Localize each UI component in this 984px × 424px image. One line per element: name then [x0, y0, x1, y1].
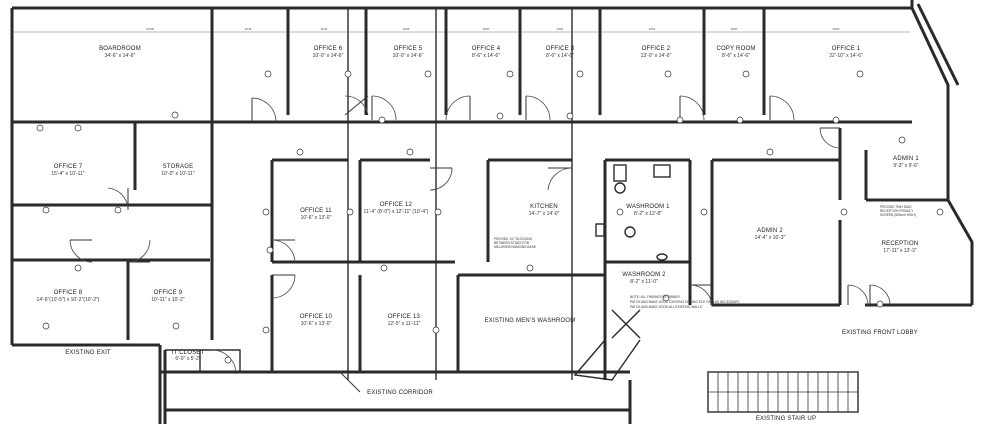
room-name-office9: OFFICE 9 [154, 290, 183, 296]
door[interactable] [271, 239, 296, 263]
svg-text:2590: 2590 [557, 27, 564, 31]
svg-text:MILLWORK/HANGING BASE: MILLWORK/HANGING BASE [494, 245, 536, 249]
room-dim-office10: 10'-6" x 13'-0" [301, 321, 332, 327]
room-name-admin1: ADMIN 1 [893, 156, 919, 162]
plumbing-fixtures [595, 164, 671, 339]
door[interactable] [339, 371, 361, 393]
door[interactable] [344, 95, 369, 116]
door[interactable] [271, 274, 296, 299]
exterior-walls [10, 0, 960, 424]
door[interactable] [679, 95, 705, 121]
room-dim-admin2: 14'-4" x 16'-3" [755, 235, 786, 241]
svg-text:PROVIDE 1/2" BLOCKING: PROVIDE 1/2" BLOCKING [494, 237, 533, 241]
room-labels: BOARDROOM 34'-6" x 14'-6" OFFICE 6 10'-0… [37, 46, 920, 422]
door[interactable] [69, 239, 93, 263]
room-name-office6: OFFICE 6 [314, 46, 343, 52]
svg-text:PATCH AND MAKE GOOD EXISTING C: PATCH AND MAKE GOOD EXISTING CEILING TIL… [630, 300, 740, 304]
room-dim-office2: 13'-0" x 14'-6" [641, 53, 672, 59]
room-dim-admin1: 9'-3" x 9'-6" [893, 163, 918, 169]
room-name-office7: OFFICE 7 [54, 164, 83, 170]
door[interactable] [689, 284, 713, 308]
room-name-office4: OFFICE 4 [472, 46, 501, 52]
room-name-office2: OFFICE 2 [642, 46, 671, 52]
room-dim-office7: 15'-4" x 10'-11" [51, 171, 84, 177]
room-dim-office5: 10'-0" x 14'-6" [393, 53, 424, 59]
room-name-washroom1: WASHROOM 1 [626, 204, 670, 210]
door[interactable] [371, 95, 397, 121]
svg-text:3048: 3048 [403, 27, 410, 31]
label-mens-washroom: EXISTING MEN'S WASHROOM [485, 318, 576, 324]
interior-walls [12, 8, 974, 424]
door[interactable] [769, 95, 795, 121]
door[interactable] [107, 187, 129, 211]
door[interactable] [547, 167, 573, 191]
room-name-office12: OFFICE 12 [380, 202, 413, 208]
room-name-reception: RECEPTION [882, 241, 919, 247]
svg-text:PATCH AND MAKE GOOD ALL EXISTI: PATCH AND MAKE GOOD ALL EXISTING WALLS [630, 305, 702, 309]
door[interactable] [819, 127, 841, 149]
doors [69, 95, 891, 393]
room-dim-office9: 10'-11" x 10'-2" [151, 297, 184, 303]
room-name-office13: OFFICE 13 [388, 314, 421, 320]
room-name-office3: OFFICE 3 [546, 46, 575, 52]
svg-text:2590: 2590 [483, 27, 490, 31]
room-name-office1: OFFICE 1 [832, 46, 861, 52]
label-existing-front-lobby: EXISTING FRONT LOBBY [842, 330, 918, 336]
room-dim-kitchen: 14'-7" x 14'-0" [529, 211, 560, 217]
top-dimension-line: 10600 3048 3048 3048 2590 2590 3962 2590… [12, 27, 910, 33]
room-dim-office6: 10'-0" x 14'-6" [313, 53, 344, 59]
svg-text:3962: 3962 [649, 27, 656, 31]
svg-text:BETWEEN STUDS FOR: BETWEEN STUDS FOR [494, 241, 530, 245]
door[interactable] [869, 284, 891, 306]
room-dim-itcloset: 6'-0" x 5'-2" [175, 356, 200, 362]
label-existing-corridor: EXISTING CORRIDOR [367, 390, 433, 396]
room-dim-copyroom: 8'-6" x 14'-6" [722, 53, 750, 59]
room-name-storage: STORAGE [163, 164, 194, 170]
room-name-admin2: ADMIN 2 [757, 228, 783, 234]
room-dim-office11: 10'-6" x 13'-0" [301, 215, 332, 221]
svg-text:RECEPTION PRIVACY: RECEPTION PRIVACY [880, 209, 914, 213]
room-name-office8: OFFICE 8 [54, 290, 83, 296]
annotation-notes: NOTE: ALL FINISHES BY OWNER PATCH AND MA… [494, 205, 916, 309]
door[interactable] [251, 97, 277, 123]
room-name-copyroom: COPY ROOM [716, 46, 755, 52]
room-name-boardroom: BOARDROOM [99, 46, 141, 52]
door[interactable] [445, 95, 471, 121]
room-dim-office3: 8'-6" x 14'-6" [546, 53, 574, 59]
room-dim-office4: 8'-6" x 14'-6" [472, 53, 500, 59]
label-existing-stair-up: EXISTING STAIR UP [756, 416, 816, 422]
door[interactable] [429, 167, 453, 191]
room-dim-office13: 12'-5" x 11'-11" [388, 321, 421, 327]
room-dim-office1: 22'-10" x 14'-6" [829, 53, 863, 59]
existing-stair [707, 371, 859, 413]
room-name-kitchen: KITCHEN [530, 204, 558, 210]
room-name-office5: OFFICE 5 [394, 46, 423, 52]
reference-markers [36, 70, 944, 364]
label-existing-exit: EXISTING EXIT [65, 350, 111, 356]
room-name-office10: OFFICE 10 [300, 314, 333, 320]
room-dim-washroom2: 8'-2" x 11'-0" [630, 279, 658, 285]
svg-text:6960: 6960 [833, 27, 840, 31]
room-dim-office12: 11'-4" (8'-0") x 12'-11" (10'-4") [364, 209, 429, 215]
room-dim-washroom1: 8'-2" x 12'-8" [634, 211, 662, 217]
room-name-itcloset: IT CLOSET [172, 350, 205, 356]
room-dim-boardroom: 34'-6" x 14'-6" [105, 53, 136, 59]
door[interactable] [847, 284, 869, 306]
svg-text:2590: 2590 [731, 27, 738, 31]
svg-text:10600: 10600 [146, 27, 155, 31]
room-name-washroom2: WASHROOM 2 [622, 272, 666, 278]
svg-text:SCREEN (500mm HIGH): SCREEN (500mm HIGH) [880, 213, 916, 217]
room-dim-storage: 10'-0" x 10'-11" [161, 171, 194, 177]
svg-text:PROVIDE 750H DIAG: PROVIDE 750H DIAG [880, 205, 912, 209]
door[interactable] [127, 239, 151, 263]
svg-text:3048: 3048 [321, 27, 328, 31]
room-name-office11: OFFICE 11 [300, 208, 332, 214]
door[interactable] [525, 95, 551, 121]
door[interactable] [211, 349, 237, 375]
svg-text:NOTE: ALL FINISHES BY OWNER: NOTE: ALL FINISHES BY OWNER [630, 295, 680, 299]
room-dim-reception: 17'-11" x 13'-3" [883, 248, 916, 254]
svg-text:3048: 3048 [245, 27, 252, 31]
room-dim-office8: 14'-6"(10'-5") x 10'-2"(10'-2") [37, 297, 100, 303]
